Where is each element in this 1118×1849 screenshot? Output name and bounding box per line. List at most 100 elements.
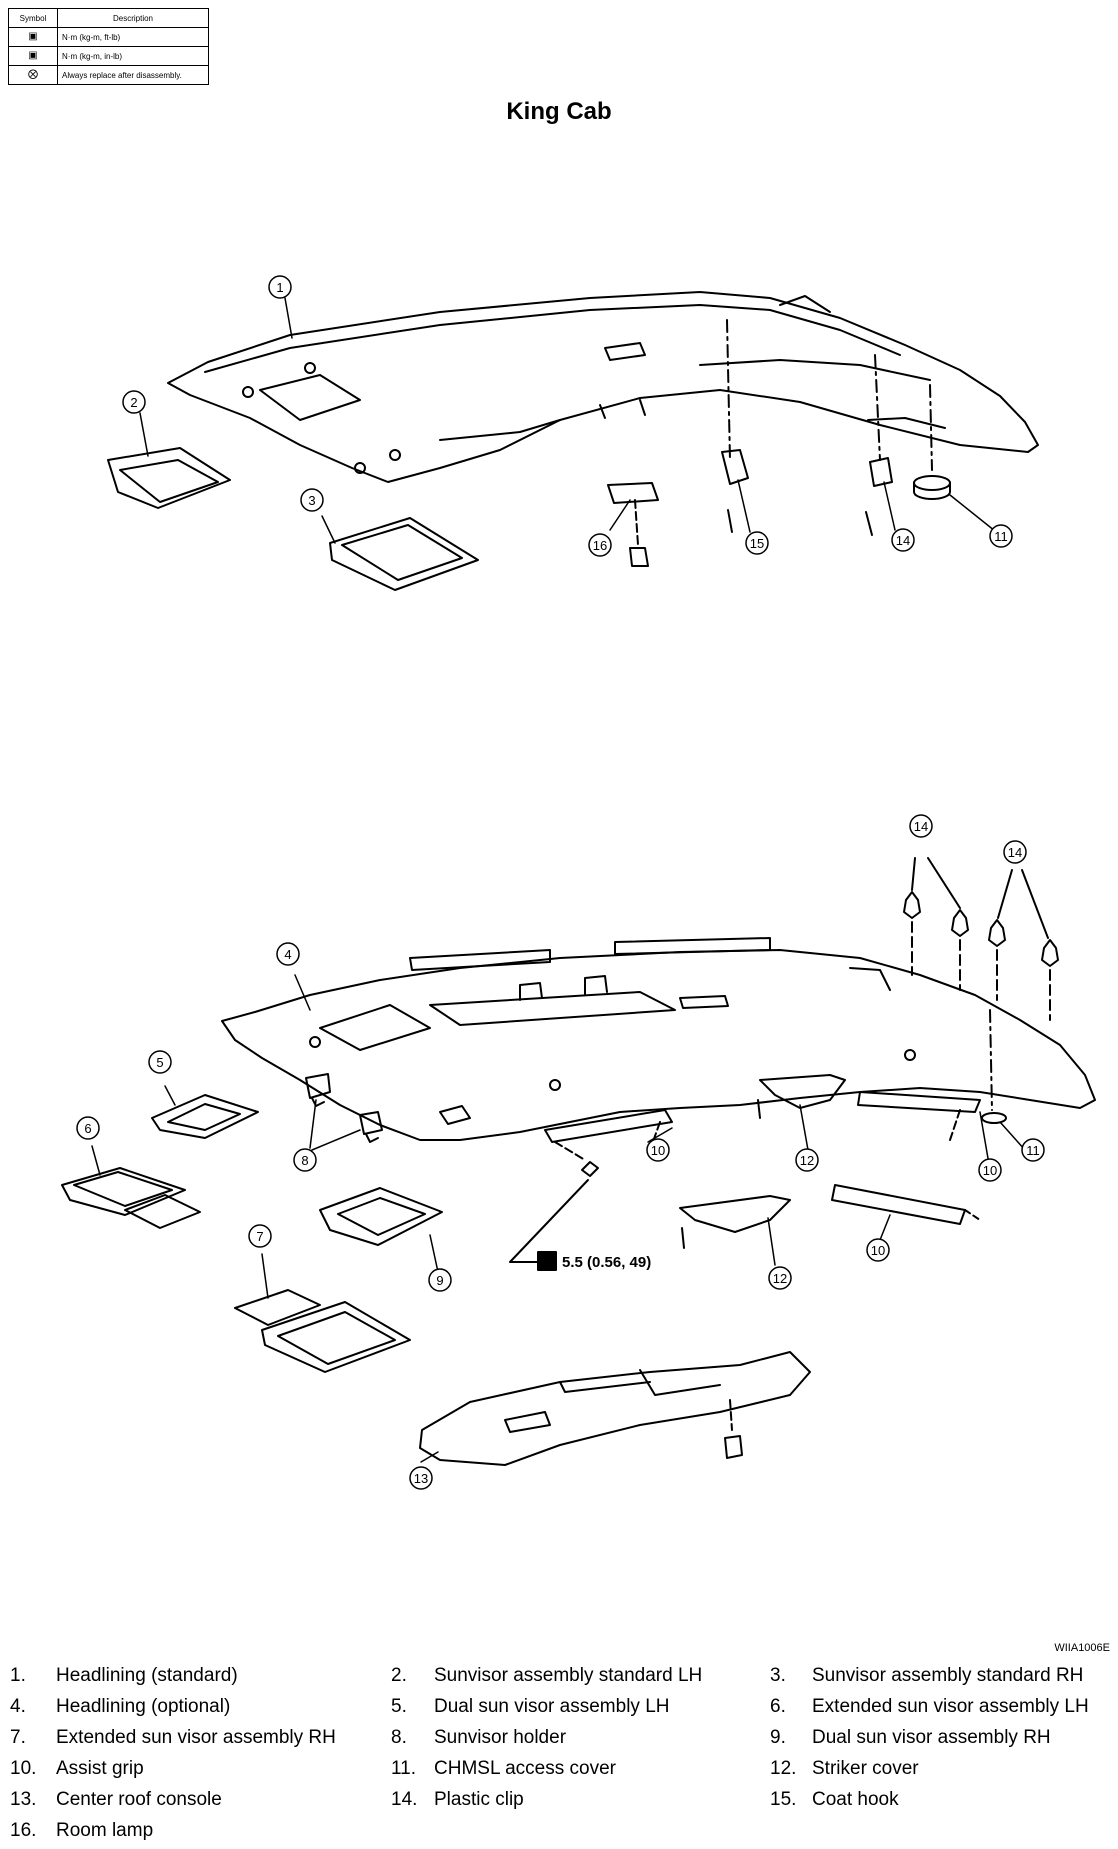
- callout-bubble: [293, 1148, 317, 1172]
- part-number: 15.: [770, 1789, 797, 1810]
- callout-number: 8: [301, 1153, 308, 1168]
- headlining-standard: [167, 291, 1039, 483]
- part-number: 9.: [770, 1727, 786, 1748]
- center-roof-console: [419, 1351, 811, 1466]
- part-name: Headlining (standard): [56, 1665, 238, 1686]
- callout-bubble: [122, 390, 146, 414]
- callout-number: 16: [593, 538, 607, 553]
- callout-number: 11: [994, 529, 1008, 544]
- part-name: Extended sun visor assembly RH: [56, 1727, 336, 1748]
- callout-number: 15: [750, 536, 764, 551]
- callout-bubble: [745, 531, 769, 555]
- chmsl-access-cover-upper: [913, 384, 951, 500]
- torque-bolt: [509, 1161, 599, 1271]
- part-number: 16.: [10, 1820, 37, 1841]
- callout-number: 2: [130, 395, 137, 410]
- part-number: 11.: [391, 1758, 417, 1779]
- callout-bubble: [866, 1238, 890, 1262]
- torque-spec: 5.5 (0.56, 49): [562, 1254, 651, 1271]
- callout-bubble: [891, 528, 915, 552]
- part-name: Sunvisor holder: [434, 1727, 567, 1748]
- callout-number: 7: [256, 1229, 263, 1244]
- part-number: 6.: [770, 1696, 786, 1717]
- plastic-clips-lower: [903, 857, 1059, 1021]
- legend-row: ⨂ Always replace after disassembly.: [8, 65, 209, 85]
- part-number: 10.: [10, 1758, 37, 1779]
- part-number: 8.: [391, 1727, 407, 1748]
- torque-wrench-icon: ▣: [28, 31, 38, 42]
- plastic-clip-upper: [865, 354, 893, 536]
- part-name: Coat hook: [812, 1789, 899, 1810]
- sunvisor-standard-rh: [329, 517, 479, 591]
- page-title: King Cab: [506, 98, 612, 125]
- part-number: 7.: [10, 1727, 26, 1748]
- callout-bubble: [588, 533, 612, 557]
- callout-bubble: [76, 1116, 100, 1140]
- assist-grip: [544, 1091, 981, 1225]
- callout-leaders: [91, 297, 1026, 1463]
- callout-number: 1: [276, 280, 283, 295]
- callout-bubbles: [76, 275, 1045, 1490]
- parts-list-row: 4. Headlining (optional) 5. Dual sun vis…: [0, 1696, 1118, 1722]
- callout-number: 10: [983, 1163, 997, 1178]
- callout-bubble: [148, 1050, 172, 1074]
- part-number: 4.: [10, 1696, 26, 1717]
- callout-bubble: [300, 488, 324, 512]
- part-number: 12.: [770, 1758, 797, 1779]
- callout-number: 3: [308, 493, 315, 508]
- callout-bubble: [978, 1158, 1002, 1182]
- striker-cover: [679, 1074, 846, 1249]
- torque-wrench-icon: [537, 1251, 557, 1271]
- callout-bubble: [909, 814, 933, 838]
- callout-bubble: [409, 1466, 433, 1490]
- parts-list-row: 10. Assist grip 11. CHMSL access cover 1…: [0, 1758, 1118, 1784]
- callout-number: 6: [84, 1121, 91, 1136]
- callout-number: 13: [414, 1471, 428, 1486]
- part-name: Sunvisor assembly standard LH: [434, 1665, 703, 1686]
- callout-number: 12: [800, 1153, 814, 1168]
- callout-number: 10: [871, 1243, 885, 1258]
- part-name: Extended sun visor assembly LH: [812, 1696, 1089, 1717]
- part-name: CHMSL access cover: [434, 1758, 616, 1779]
- torque-wrench-icon: ▣: [28, 50, 38, 61]
- callout-number: 10: [651, 1143, 665, 1158]
- extended-sun-visor-lh: [61, 1167, 201, 1229]
- part-number: 5.: [391, 1696, 407, 1717]
- chmsl-access-cover-lower: [981, 1009, 1007, 1124]
- coat-hook: [721, 319, 749, 533]
- callout-number: 12: [773, 1271, 787, 1286]
- parts-list-row: 1. Headlining (standard) 2. Sunvisor ass…: [0, 1665, 1118, 1691]
- callout-bubble: [646, 1138, 670, 1162]
- callout-number: 14: [914, 819, 928, 834]
- parts-list-row: 16. Room lamp: [0, 1820, 1118, 1846]
- callout-number: 5: [156, 1055, 163, 1070]
- part-name: Striker cover: [812, 1758, 919, 1779]
- callout-bubble: [1003, 840, 1027, 864]
- callout-bubble: [795, 1148, 819, 1172]
- reference-code: WIIA1006E: [1054, 1642, 1110, 1654]
- part-name: Dual sun visor assembly LH: [434, 1696, 670, 1717]
- callout-bubble: [428, 1268, 452, 1292]
- part-number: 3.: [770, 1665, 786, 1686]
- part-name: Plastic clip: [434, 1789, 524, 1810]
- callout-bubble: [248, 1224, 272, 1248]
- part-number: 13.: [10, 1789, 37, 1810]
- replace-icon: ⨂: [28, 69, 38, 80]
- dual-sun-visor-lh: [151, 1094, 259, 1139]
- callout-bubble: [1021, 1138, 1045, 1162]
- callout-number: 9: [436, 1273, 443, 1288]
- part-name: Sunvisor assembly standard RH: [812, 1665, 1084, 1686]
- callout-number: 14: [1008, 845, 1022, 860]
- extended-sun-visor-rh: [234, 1289, 411, 1373]
- callout-bubble: [268, 275, 292, 299]
- part-number: 2.: [391, 1665, 407, 1686]
- exploded-diagram: 1 2 3 16 15 14 11 14 14 4 5 6 8 9 7 10 1…: [61, 275, 1096, 1490]
- part-number: 1.: [10, 1665, 26, 1686]
- legend-row: ▣ N·m (kg-m, ft-lb): [8, 27, 209, 47]
- parts-list-row: 7. Extended sun visor assembly RH 8. Sun…: [0, 1727, 1118, 1753]
- sunvisor-standard-lh: [107, 447, 231, 509]
- part-name: Room lamp: [56, 1820, 154, 1841]
- dual-sun-visor-rh: [319, 1187, 443, 1246]
- callout-bubble: [768, 1266, 792, 1290]
- callout-bubble: [989, 524, 1013, 548]
